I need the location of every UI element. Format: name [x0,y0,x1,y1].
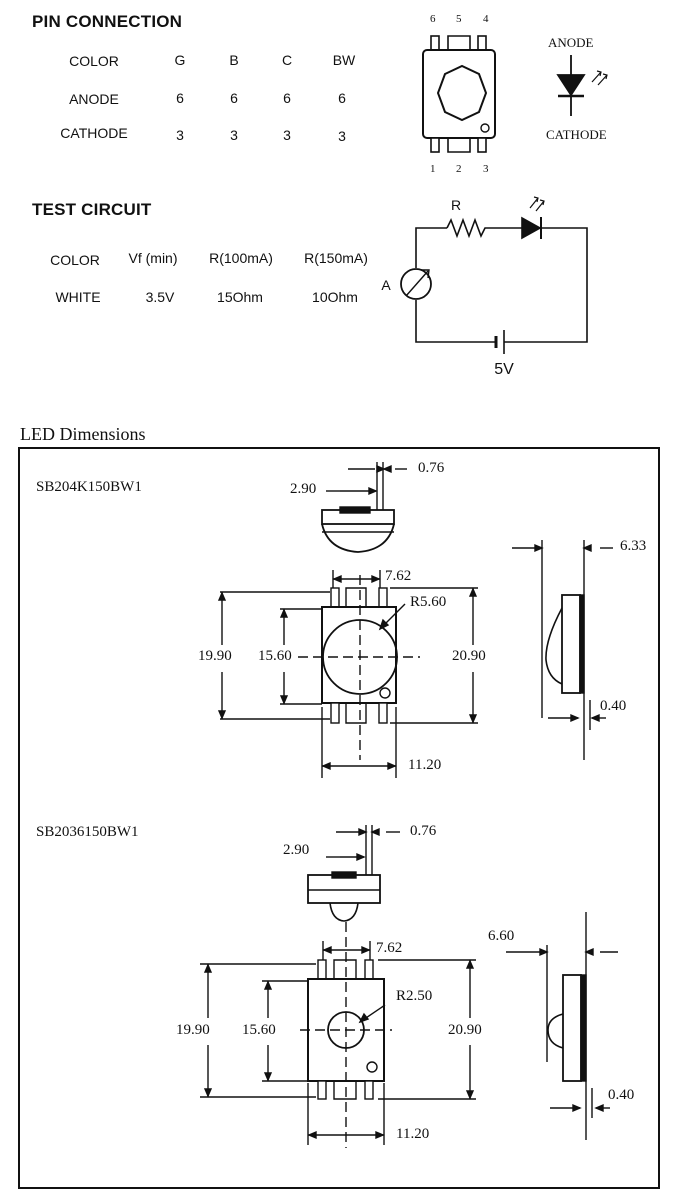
pin-label-5: 5 [456,13,462,25]
m2-dim-7-62: 7.62 [376,940,403,956]
m2-dim-20-90: 20.90 [448,1022,482,1038]
pin-label-2: 2 [456,163,462,175]
m1-dim-11-20: 11.20 [408,757,442,773]
test-circuit-title: TEST CIRCUIT [32,200,152,219]
cathode-g: 3 [176,127,184,143]
m1-dim-0-40: 0.40 [600,698,627,714]
cathode-symbol-label: CATHODE [546,127,607,142]
anode-symbol-label: ANODE [548,35,594,50]
m1-dim-20-90: 20.90 [452,648,486,664]
m2-dim-2-90: 2.90 [283,842,310,858]
m1-dim-7-62: 7.62 [385,568,412,584]
m1-dim-radius: R5.60 [410,594,447,610]
resistor-label: R [450,197,462,213]
pin-connection-title: PIN CONNECTION [32,12,183,31]
tc-row-color: WHITE [55,289,101,305]
m2-dim-19-90: 19.90 [176,1022,210,1038]
tc-header-r100: R(100mA) [209,250,273,266]
tc-row-r150: 10Ohm [312,289,358,305]
m2-dim-11-20: 11.20 [396,1126,430,1142]
m1-dim-0-76: 0.76 [418,460,445,476]
anode-bw: 6 [338,90,346,106]
tc-row-vf: 3.5V [145,289,175,305]
cathode-b: 3 [230,127,238,143]
supply-label: 5V [494,361,514,378]
anode-c: 6 [283,90,291,106]
m1-dim-6-33: 6.33 [620,538,647,554]
tc-header-vf: Vf (min) [128,250,178,266]
tc-header-color: COLOR [50,252,100,268]
m1-dim-15-60: 15.60 [258,648,292,664]
m1-dim-2-90: 2.90 [290,481,317,497]
row-label-cathode: CATHODE [60,125,128,141]
row-label-color: COLOR [69,53,119,69]
color-c: C [281,52,293,68]
m2-dim-0-76: 0.76 [410,823,437,839]
color-bw: BW [332,52,356,68]
cathode-bw: 3 [338,128,346,144]
pin-label-4: 4 [483,13,489,25]
model2-name: SB2036150BW1 [36,824,139,840]
m2-dim-radius: R2.50 [396,988,433,1004]
anode-b: 6 [230,90,238,106]
pin-label-3: 3 [483,163,489,175]
tc-row-r100: 15Ohm [217,289,263,305]
dimensions-title: LED Dimensions [20,424,146,444]
m2-dim-0-40: 0.40 [608,1087,635,1103]
tc-header-r150: R(150mA) [304,250,368,266]
m2-dim-15-60: 15.60 [242,1022,276,1038]
anode-g: 6 [176,90,184,106]
color-g: G [174,52,186,68]
row-label-anode: ANODE [69,91,119,107]
m1-dim-19-90: 19.90 [198,648,232,664]
pin-label-1: 1 [430,163,436,175]
model1-name: SB204K150BW1 [36,479,142,495]
pin-label-6: 6 [430,13,436,25]
ammeter-label: A [381,277,391,293]
color-b: B [229,52,239,68]
m2-dim-6-60: 6.60 [488,928,515,944]
cathode-c: 3 [283,127,291,143]
dimensions-frame [18,447,660,1189]
